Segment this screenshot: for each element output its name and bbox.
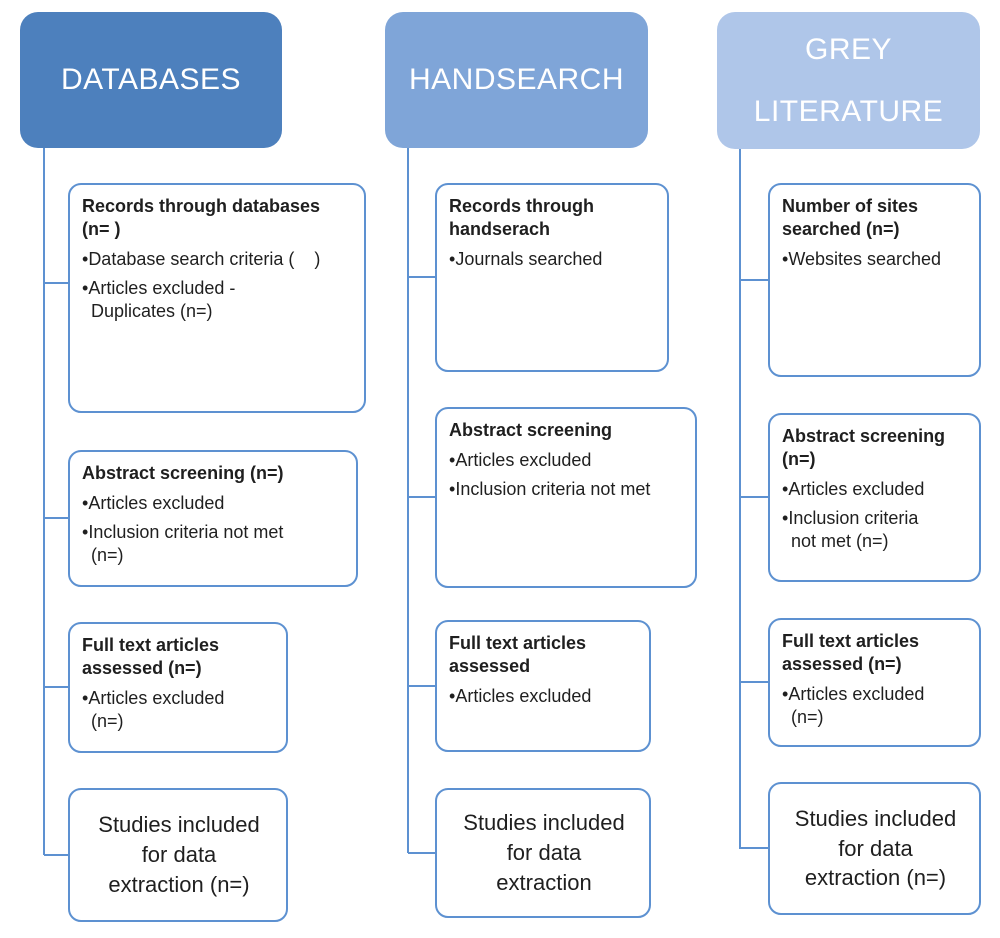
bullet-item: Inclusion criteria not met (n=) (782, 507, 969, 553)
box-title: Abstract screening (n=) (82, 463, 284, 483)
bullet-item: Inclusion criteria not met (n=) (82, 521, 346, 567)
bullet-item: Articles excluded (n=) (82, 687, 276, 733)
box-title: Abstract screening (449, 420, 613, 440)
handsearch-abstract-screening-box: Abstract screening Articles excluded Inc… (435, 407, 697, 588)
grey-literature-sites-box: Number of sites searched (n=) Websites s… (768, 183, 981, 377)
box-text: Studies included for data extraction (n=… (98, 812, 260, 897)
box-text: Studies included for data extraction (463, 810, 625, 895)
box-title: Records through databases (n= ) (82, 196, 321, 240)
box-title: Abstract screening (n=) (782, 426, 946, 470)
bullet-item: Articles excluded (449, 685, 639, 708)
connector-trunk (739, 149, 741, 849)
box-title: Records through handserach (449, 196, 595, 240)
handsearch-full-text-box: Full text articles assessed Articles exc… (435, 620, 651, 752)
databases-full-text-box: Full text articles assessed (n=) Article… (68, 622, 288, 753)
connector-branch (408, 852, 435, 854)
grey-literature-studies-included-box: Studies included for data extraction (n=… (768, 782, 981, 915)
bullet-list: Database search criteria ( ) Articles ex… (82, 248, 354, 323)
handsearch-records-box: Records through handserach Journals sear… (435, 183, 669, 372)
connector-branch (408, 276, 435, 278)
connector-branch (44, 686, 68, 688)
connector-branch (44, 282, 68, 284)
box-text: Studies included for data extraction (n=… (794, 805, 957, 891)
bullet-item: Articles excluded (782, 478, 969, 501)
header-databases: DATABASES (20, 12, 282, 148)
bullet-list: Articles excluded (449, 685, 639, 708)
box-title: Full text articles assessed (n=) (82, 635, 220, 679)
bullet-item: Inclusion criteria not met (449, 478, 685, 501)
box-title: Full text articles assessed (n=) (782, 631, 920, 675)
connector-branch (740, 681, 768, 683)
bullet-item: Articles excluded - Duplicates (n=) (82, 277, 354, 323)
bullet-item: Articles excluded (n=) (782, 683, 969, 729)
handsearch-studies-included-box: Studies included for data extraction (435, 788, 651, 918)
databases-records-box: Records through databases (n= ) Database… (68, 183, 366, 413)
bullet-list: Websites searched (782, 248, 969, 271)
bullet-item: Websites searched (782, 248, 969, 271)
connector-branch (44, 854, 68, 856)
header-handsearch: HANDSEARCH (385, 12, 648, 148)
box-title: Number of sites searched (n=) (782, 196, 919, 240)
connector-branch (44, 517, 68, 519)
bullet-list: Articles excluded Inclusion criteria not… (449, 449, 685, 501)
bullet-item: Database search criteria ( ) (82, 248, 354, 271)
bullet-item: Articles excluded (449, 449, 685, 472)
bullet-list: Articles excluded (n=) (82, 687, 276, 733)
connector-branch (740, 496, 768, 498)
databases-abstract-screening-box: Abstract screening (n=) Articles exclude… (68, 450, 358, 587)
header-grey-literature: GREY LITERATURE (717, 12, 980, 149)
bullet-item: Journals searched (449, 248, 657, 271)
bullet-item: Articles excluded (82, 492, 346, 515)
bullet-list: Articles excluded Inclusion criteria not… (82, 492, 346, 567)
box-title: Full text articles assessed (449, 633, 587, 677)
connector-trunk (43, 148, 45, 855)
connector-branch (408, 685, 435, 687)
grey-literature-full-text-box: Full text articles assessed (n=) Article… (768, 618, 981, 747)
bullet-list: Articles excluded Inclusion criteria not… (782, 478, 969, 553)
connector-branch (740, 279, 768, 281)
grey-literature-abstract-screening-box: Abstract screening (n=) Articles exclude… (768, 413, 981, 582)
bullet-list: Journals searched (449, 248, 657, 271)
connector-branch (740, 847, 768, 849)
bullet-list: Articles excluded (n=) (782, 683, 969, 729)
connector-branch (408, 496, 435, 498)
connector-trunk (407, 148, 409, 853)
databases-studies-included-box: Studies included for data extraction (n=… (68, 788, 288, 922)
